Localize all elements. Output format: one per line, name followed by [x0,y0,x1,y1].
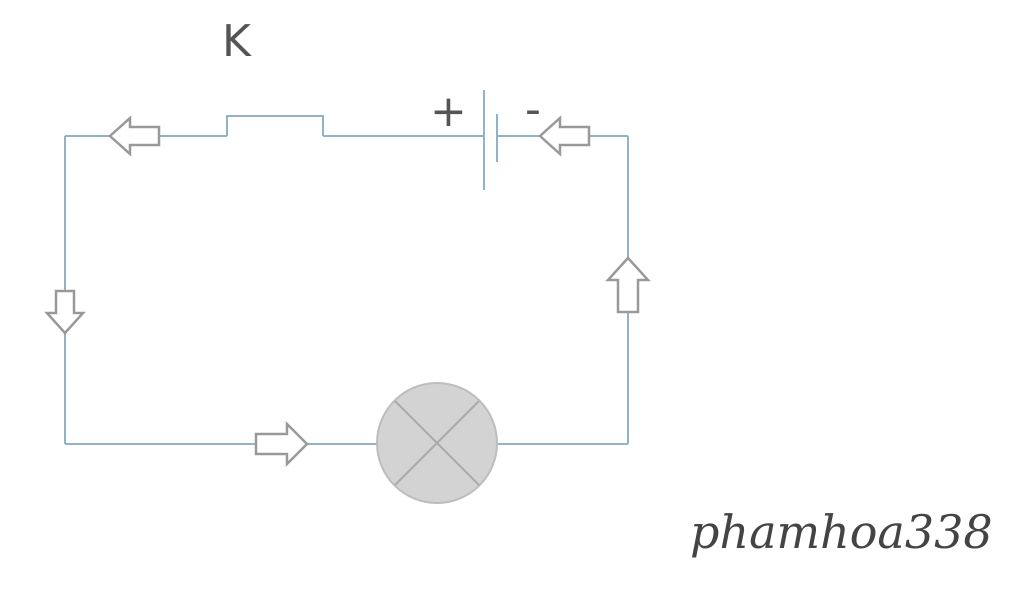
current-arrows [44,115,651,468]
arrow-up-icon [605,256,651,314]
watermark-signature: phamhoa338 [690,505,993,559]
battery-minus-label: - [525,84,541,135]
arrow-left-icon [538,115,591,157]
switch-k [226,115,324,136]
switch-label: K [222,16,252,67]
lamp-cross-line-2 [394,400,480,486]
battery-plus-label: + [430,86,467,137]
arrow-right-icon [254,420,309,468]
lamp [376,382,498,504]
battery [483,90,498,190]
circuit-wires [64,115,629,445]
arrow-down-icon [44,289,86,335]
arrow-left-icon [108,115,161,157]
